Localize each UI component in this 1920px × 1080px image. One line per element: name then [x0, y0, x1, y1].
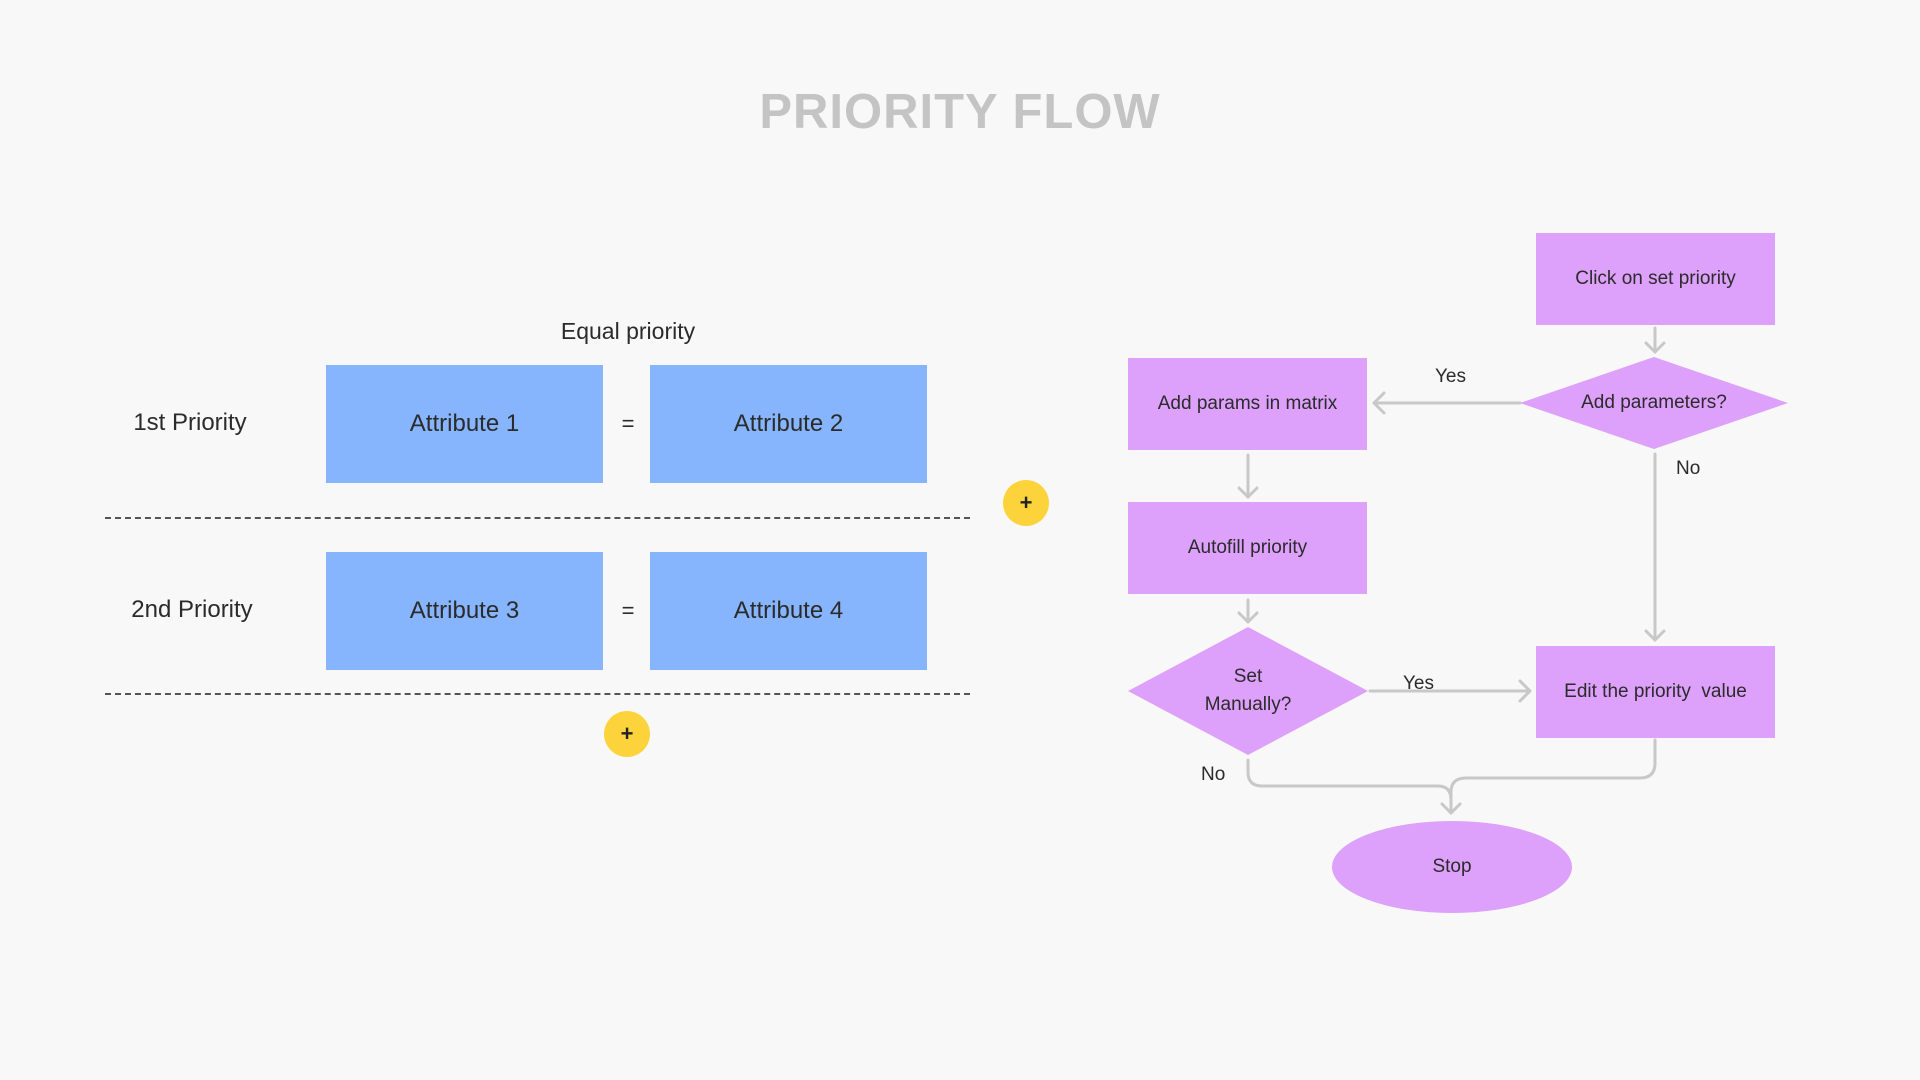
- edge-label-no-edit: No: [1676, 458, 1701, 479]
- node-add-params-matrix[interactable]: Add params in matrix: [1128, 358, 1367, 450]
- attribute-3-label: Attribute 3: [409, 597, 520, 624]
- connector-no-to-stop: [1246, 758, 1453, 815]
- decision-label-line-1: Set: [1233, 666, 1263, 687]
- arrowhead-down: [1644, 629, 1666, 642]
- decision-label: Set Manually?: [1205, 663, 1292, 719]
- plus-icon: +: [620, 721, 634, 746]
- decision-set-manually[interactable]: Set Manually?: [1128, 627, 1368, 755]
- arrowhead-right: [1518, 679, 1532, 703]
- attribute-2-label: Attribute 2: [733, 410, 844, 437]
- arrowhead-down: [1644, 341, 1666, 354]
- arrowhead-down: [1237, 611, 1259, 624]
- edge-label-no-stop: No: [1201, 764, 1226, 785]
- plus-icon: +: [1019, 490, 1033, 515]
- equal-priority-heading: Equal priority: [560, 318, 696, 344]
- decision-add-parameters[interactable]: Add parameters?: [1520, 357, 1788, 449]
- attribute-1-box[interactable]: Attribute 1: [326, 365, 603, 483]
- row-label-2nd-priority: 2nd Priority: [131, 596, 253, 623]
- edge-label-yes-matrix: Yes: [1435, 366, 1466, 387]
- diamond-shape: [1520, 357, 1788, 449]
- row-divider-2: [105, 693, 970, 695]
- edge-label-yes-edit: Yes: [1403, 673, 1434, 694]
- node-label: Add params in matrix: [1157, 393, 1338, 414]
- node-label: Click on set priority: [1575, 268, 1736, 289]
- equals-sign-row-2: =: [621, 598, 635, 623]
- attribute-4-label: Attribute 4: [733, 597, 844, 624]
- node-label: Stop: [1432, 856, 1472, 877]
- arrowhead-down: [1237, 486, 1259, 499]
- connector-edit-to-stop: [1449, 738, 1657, 815]
- add-row-button[interactable]: +: [604, 711, 650, 757]
- node-label: Edit the priority value: [1564, 681, 1747, 702]
- decision-label-line-2: Manually?: [1204, 694, 1292, 715]
- attribute-1-label: Attribute 1: [409, 410, 520, 437]
- attribute-2-box[interactable]: Attribute 2: [650, 365, 927, 483]
- attribute-4-box[interactable]: Attribute 4: [650, 552, 927, 670]
- node-edit-priority-value[interactable]: Edit the priority value: [1536, 646, 1775, 738]
- node-stop[interactable]: Stop: [1332, 821, 1572, 913]
- node-click-set-priority[interactable]: Click on set priority: [1536, 233, 1775, 325]
- add-column-button[interactable]: +: [1003, 480, 1049, 526]
- node-autofill-priority[interactable]: Autofill priority: [1128, 502, 1367, 594]
- attribute-3-box[interactable]: Attribute 3: [326, 552, 603, 670]
- equals-sign-row-1: =: [621, 411, 635, 436]
- page-title: PRIORITY FLOW: [759, 85, 1161, 139]
- row-divider-1: [105, 517, 970, 519]
- decision-label: Add parameters?: [1581, 392, 1727, 413]
- row-label-1st-priority: 1st Priority: [133, 409, 247, 436]
- node-label: Autofill priority: [1187, 537, 1308, 558]
- arrowhead-left: [1372, 391, 1386, 415]
- diamond-shape: [1128, 627, 1368, 755]
- arrowhead-down: [1440, 802, 1462, 815]
